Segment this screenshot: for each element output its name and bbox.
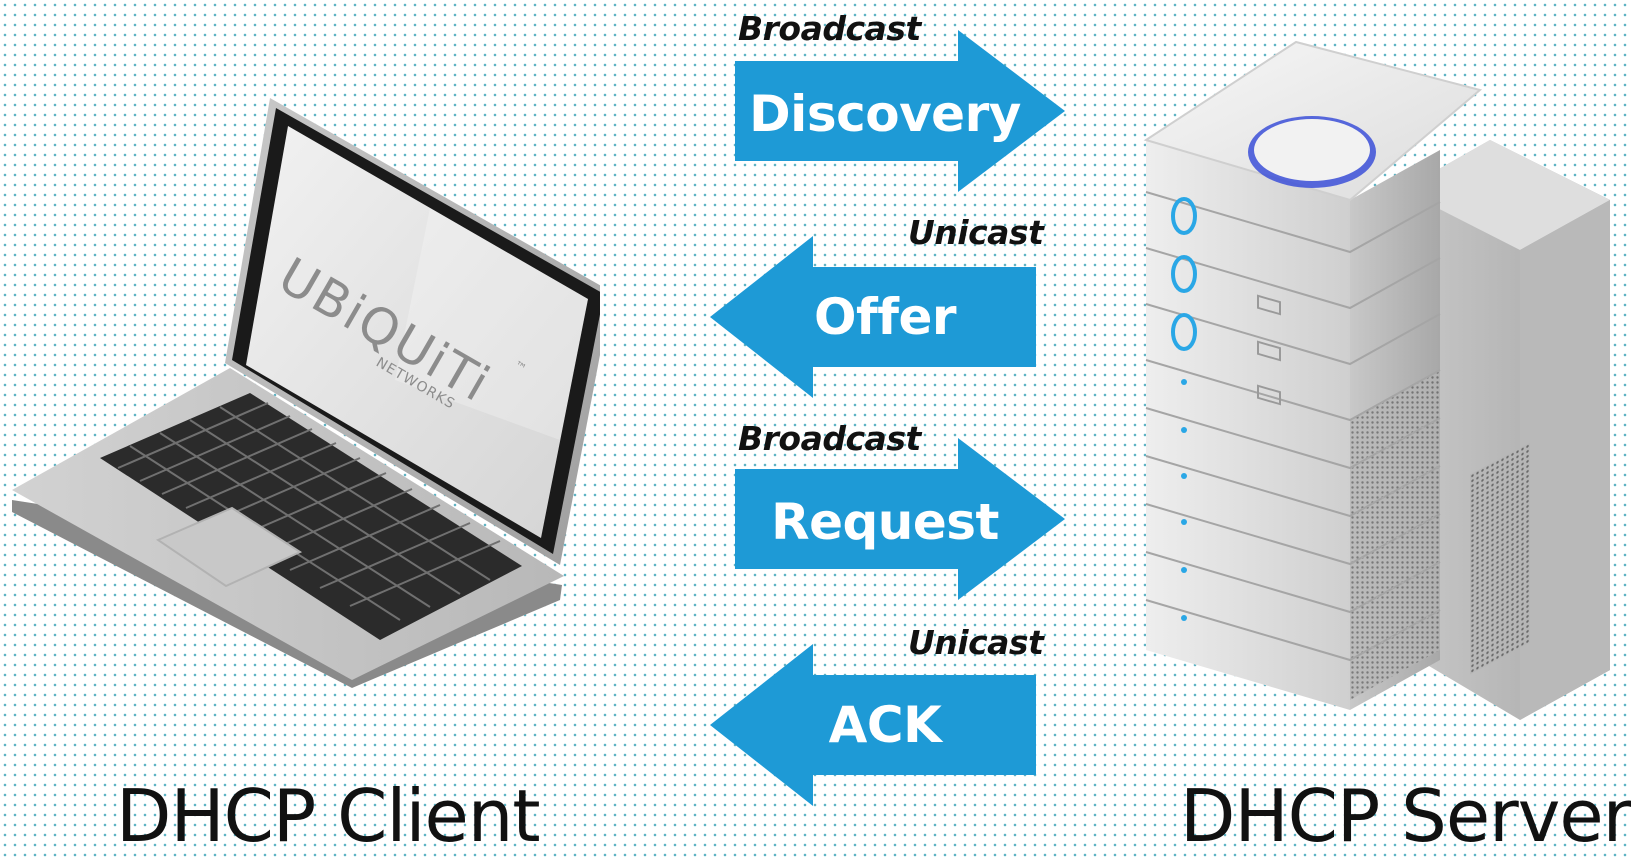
request-arrow [735,438,1065,600]
ack-type-label: Unicast [908,623,1044,662]
ack-label: ACK [828,696,942,754]
offer-type-label: Unicast [908,213,1044,252]
client-label: DHCP Client [116,774,541,858]
request-label: Request [771,493,999,551]
ack-arrow [710,644,1036,806]
discovery-type-label: Broadcast [738,9,921,48]
offer-arrow [710,236,1036,398]
server-label: DHCP Server [1180,774,1631,858]
request-type-label: Broadcast [738,419,921,458]
discovery-label: Discovery [749,85,1021,143]
server-icon [1143,40,1610,720]
laptop-icon [12,98,600,688]
offer-label: Offer [813,288,957,346]
discovery-arrow [735,30,1065,192]
